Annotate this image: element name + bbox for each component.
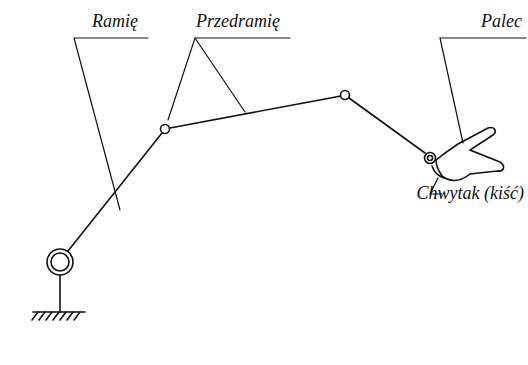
hatch-stroke (60, 312, 66, 320)
gripper-palm (432, 166, 444, 178)
leader-line (168, 38, 290, 120)
gripper-finger (436, 128, 504, 181)
forearm-joint (341, 91, 350, 100)
hatch-stroke (32, 312, 38, 320)
base-joint-outer (47, 249, 73, 275)
hatch-stroke (46, 312, 52, 320)
part-label: Przedramię (196, 12, 280, 32)
leader-line (440, 38, 526, 143)
elbow-joint (161, 125, 170, 134)
forearm-link (170, 96, 341, 128)
hatch-stroke (74, 312, 80, 320)
wrist-link (349, 98, 425, 153)
callout-label: Chwytak (kiść) (417, 184, 524, 204)
leader-line (74, 38, 148, 210)
part-label: Palec (481, 12, 522, 32)
base-post (59, 275, 61, 312)
base-joint-inner (51, 253, 69, 271)
part-label: Ramię (92, 12, 138, 32)
hatch-stroke (67, 312, 73, 320)
hatch-stroke (39, 312, 45, 320)
ground-hatching (32, 312, 80, 320)
hatch-stroke (53, 312, 59, 320)
wrist-joint-outer (425, 153, 436, 164)
wrist-joint-inner (428, 156, 433, 161)
leader-line (195, 38, 245, 112)
